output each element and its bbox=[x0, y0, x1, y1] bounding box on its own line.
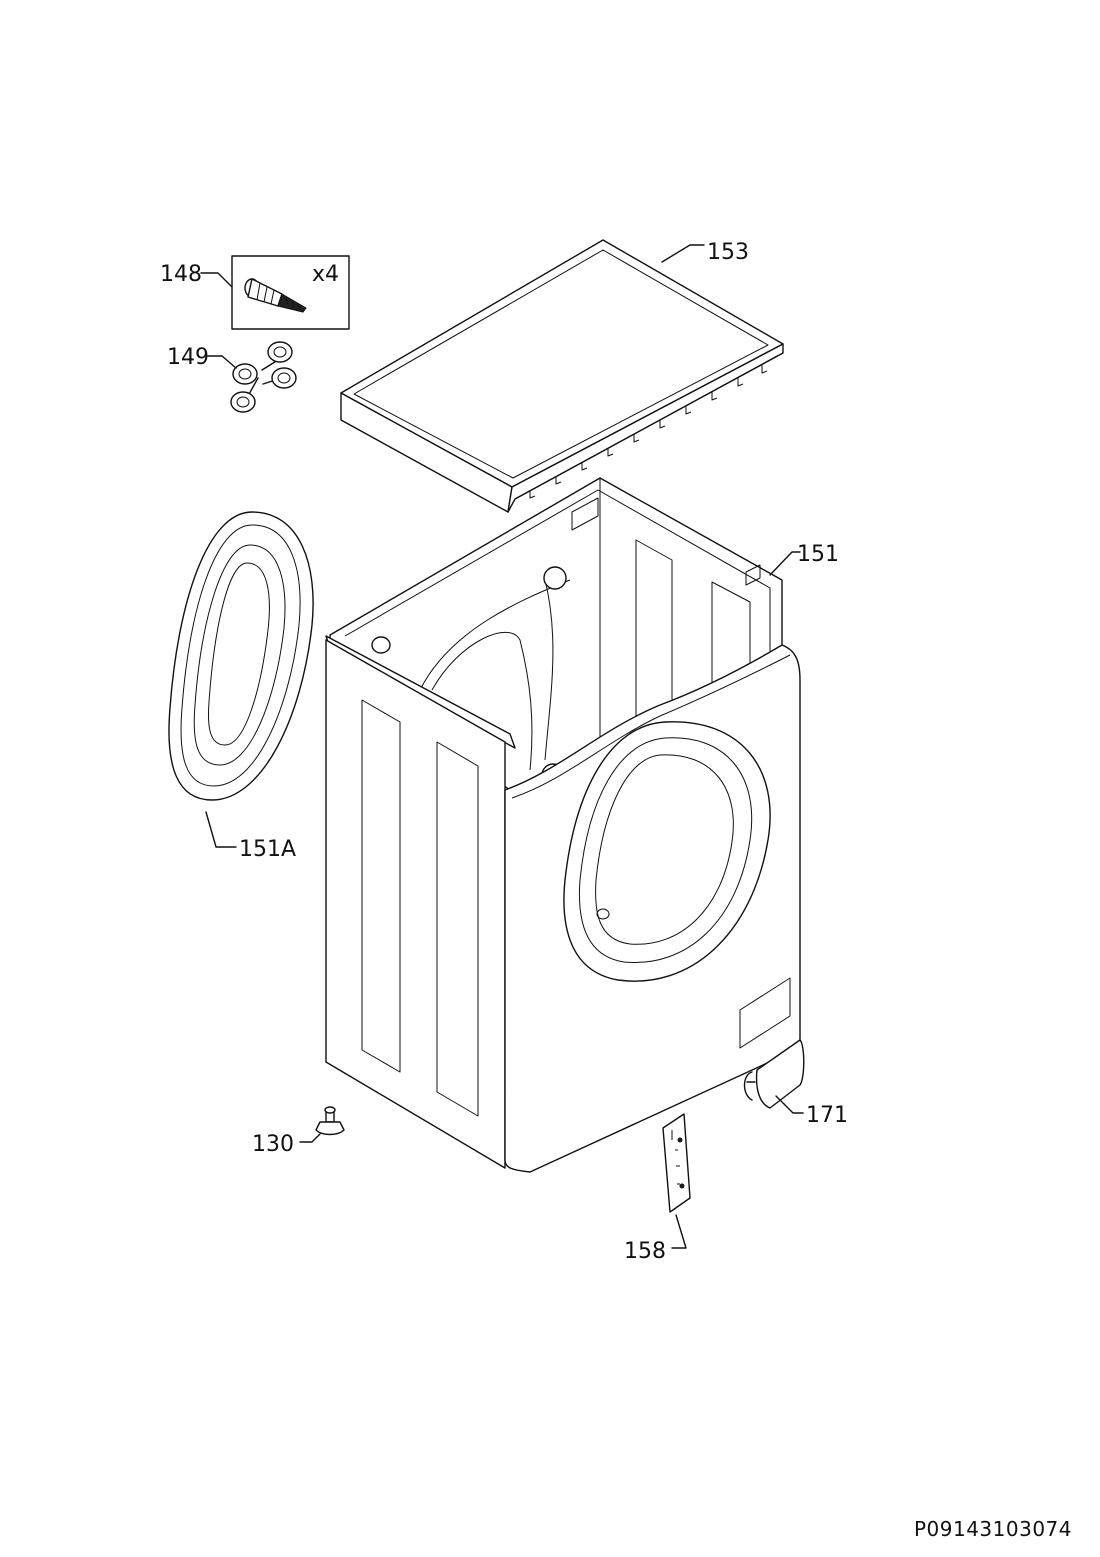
part-130-foot[interactable]: 130 bbox=[252, 1106, 345, 1157]
screw-icon bbox=[244, 278, 307, 313]
part-153-label[interactable]: 153 bbox=[707, 240, 749, 265]
ring-icon bbox=[230, 391, 256, 413]
cover-hooks bbox=[529, 365, 768, 499]
part-149-label[interactable]: 149 bbox=[167, 345, 209, 370]
part-153-top-cover[interactable]: 153 bbox=[340, 239, 784, 513]
part-171-filter-flap[interactable]: 171 bbox=[743, 1039, 849, 1128]
ring-icon bbox=[271, 367, 297, 389]
part-151A-label[interactable]: 151A bbox=[239, 837, 296, 862]
part-148-label[interactable]: 148 bbox=[160, 262, 202, 287]
part-149-spacer-set[interactable]: 149 bbox=[167, 341, 297, 413]
part-158-bracket[interactable]: 158 bbox=[624, 1113, 691, 1264]
part-148-screw-kit[interactable]: x4 148 bbox=[160, 255, 350, 330]
ring-icon bbox=[232, 363, 258, 385]
part-130-label[interactable]: 130 bbox=[252, 1132, 294, 1157]
part-151-label[interactable]: 151 bbox=[797, 542, 839, 567]
part-171-label[interactable]: 171 bbox=[806, 1103, 848, 1128]
drawing-code: P09143103074 bbox=[913, 1517, 1072, 1541]
part-148-qty: x4 bbox=[312, 262, 339, 287]
part-151-cabinet[interactable]: 151 bbox=[325, 477, 839, 1173]
part-158-label[interactable]: 158 bbox=[624, 1239, 666, 1264]
foot-icon bbox=[315, 1106, 345, 1136]
ring-icon bbox=[267, 341, 293, 363]
part-151A-door-seal[interactable]: 151A bbox=[168, 511, 314, 862]
